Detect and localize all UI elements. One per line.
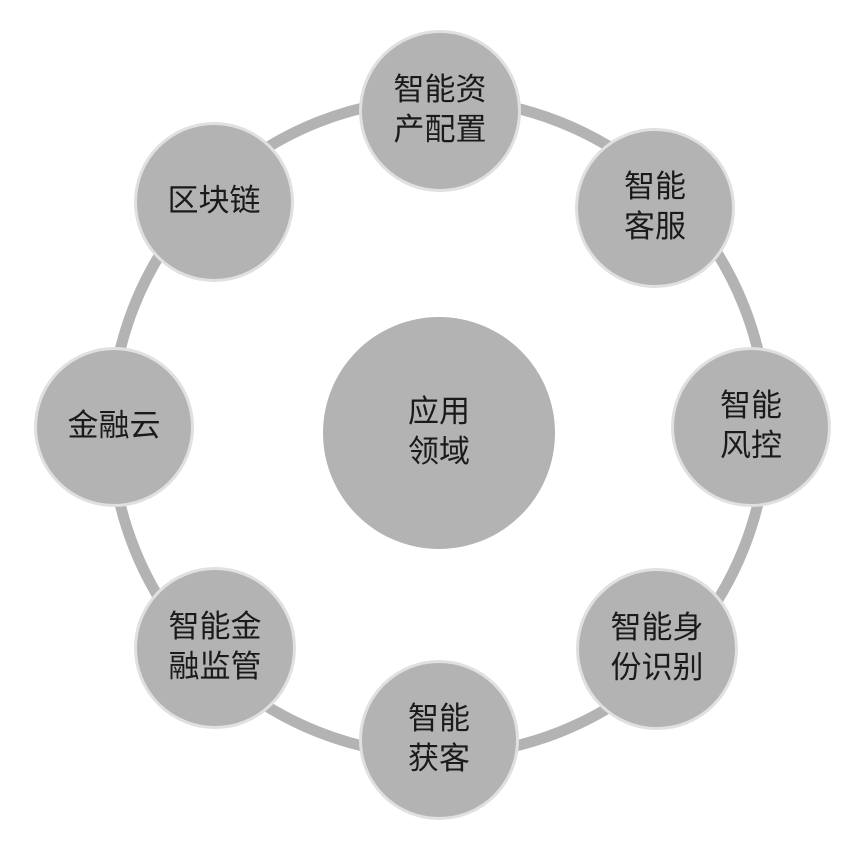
node-intelligent-asset-allocation: 智能资 产配置 (359, 30, 521, 192)
node-intelligent-identity-recognition: 智能身 份识别 (576, 568, 738, 730)
node-blockchain: 区块链 (134, 122, 294, 282)
node-label: 智能资 产配置 (394, 71, 487, 150)
node-line2: 份识别 (610, 650, 704, 686)
node-line1: 智能 (408, 701, 470, 738)
node-financial-cloud: 金融云 (34, 347, 194, 507)
node-line1: 智能金 (168, 609, 262, 646)
node-label: 金融云 (67, 408, 161, 445)
node-label: 智能身 份识别 (611, 609, 704, 688)
node-label: 区块链 (167, 183, 261, 220)
node-line1: 智能资 (393, 72, 487, 109)
node-line2: 融监管 (168, 649, 262, 685)
node-line2: 客服 (624, 209, 686, 245)
node-intelligent-financial-regulation: 智能金 融监管 (134, 567, 296, 729)
node-intelligent-risk-control: 智能 风控 (671, 347, 831, 507)
center-node-line1: 应用 (408, 394, 470, 431)
node-line1: 智能 (720, 388, 782, 425)
node-label: 智能 获客 (408, 700, 470, 779)
node-label: 智能 客服 (624, 168, 686, 247)
center-node-application-domain: 应用 领域 (323, 317, 555, 549)
node-intelligent-customer-service: 智能 客服 (575, 128, 735, 288)
center-node-line2: 领域 (408, 434, 470, 470)
node-line2: 获客 (408, 741, 470, 777)
center-node-label: 应用 领域 (408, 393, 470, 472)
node-intelligent-customer-acquisition: 智能 获客 (359, 660, 519, 820)
node-line1: 智能 (624, 169, 686, 206)
node-label: 智能 风控 (720, 387, 782, 466)
node-line2: 产配置 (393, 112, 487, 148)
node-line1: 智能身 (610, 610, 704, 647)
node-label: 智能金 融监管 (169, 608, 262, 687)
node-line2: 风控 (720, 428, 782, 464)
